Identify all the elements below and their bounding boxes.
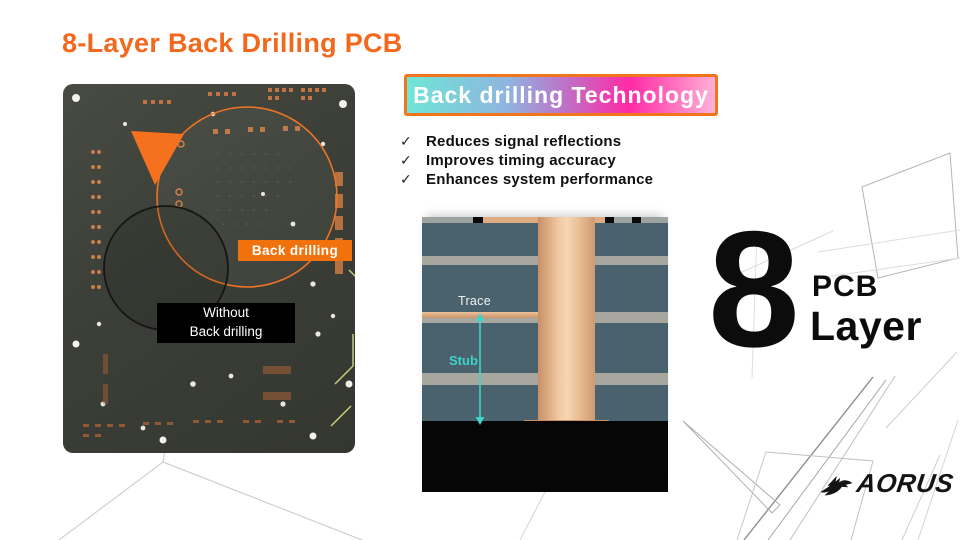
back-drilling-label-text: Back drilling (251, 243, 339, 258)
aorus-wordmark: AORUS (854, 468, 956, 498)
top-pad (473, 217, 483, 223)
benefit-text: Reduces signal reflections (426, 133, 622, 150)
top-copper-segment (483, 217, 538, 223)
layer-caption-pcb: PCB (812, 270, 879, 303)
top-pad (605, 217, 614, 223)
pcb-texture (72, 88, 355, 444)
layer-caption-layer: Layer (810, 303, 922, 349)
pcb-photo: Back drilling Without Back drilling (63, 84, 355, 453)
benefit-text: Enhances system performance (426, 171, 654, 188)
benefit-text: Improves timing accuracy (426, 152, 616, 169)
pcb-cross-section-diagram: Trace Stub (422, 217, 668, 492)
aorus-logo: AORUS (818, 468, 956, 499)
benefit-item: ✓ Reduces signal reflections (400, 133, 653, 152)
benefit-item: ✓ Improves timing accuracy (400, 152, 653, 171)
stub-label: Stub (449, 353, 478, 368)
check-icon: ✓ (400, 171, 412, 187)
back-drilled-region (422, 421, 668, 492)
check-icon: ✓ (400, 133, 412, 149)
copper-via (538, 217, 595, 421)
without-label-line2: Back drilling (189, 324, 263, 339)
trace-label: Trace (458, 294, 491, 308)
back-drilling-label: Back drilling (238, 240, 352, 261)
without-back-drilling-label: Without Back drilling (157, 303, 295, 343)
without-label-line1: Without (203, 305, 249, 321)
page-title: 8-Layer Back Drilling PCB (62, 28, 403, 58)
top-copper-segment (595, 217, 605, 223)
back-drilling-highlight-circle (156, 106, 338, 288)
top-pad (632, 217, 641, 223)
layer-count-number: 8 (708, 197, 800, 381)
check-icon: ✓ (400, 152, 412, 168)
stub-dimension-arrow (475, 313, 485, 425)
pointer-triangle (131, 131, 184, 185)
benefits-list: ✓ Reduces signal reflections ✓ Improves … (400, 133, 653, 190)
technology-banner-label: Back drilling Technology (413, 81, 709, 108)
aorus-falcon-icon (820, 475, 853, 495)
benefit-item: ✓ Enhances system performance (400, 171, 653, 190)
technology-banner: Back drilling Technology (404, 74, 718, 116)
